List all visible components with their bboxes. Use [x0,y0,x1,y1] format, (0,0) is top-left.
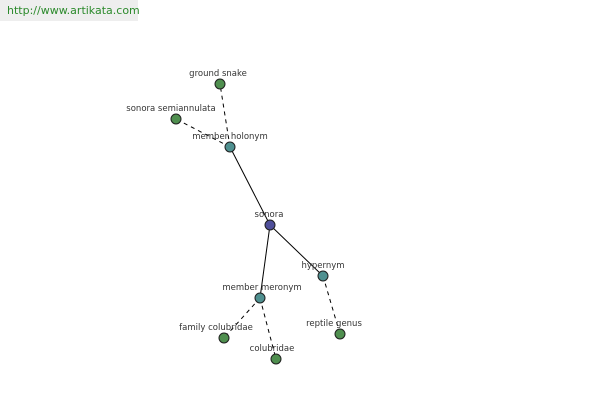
node-ground-snake[interactable] [214,78,226,90]
node-family-colubridae[interactable] [218,332,230,344]
node-member-meronym[interactable] [254,292,266,304]
edge-hypernym-to-reptile-genus [322,275,341,335]
node-label-member-holonym[interactable]: member holonym [192,132,267,142]
graph-labels: sonora member holonym hypernym member meron… [126,69,362,354]
node-label-reptile-genus[interactable]: reptile genus [306,319,362,329]
edge-member-holonym-to-sonora-semiannulata [175,118,231,148]
node-sonora[interactable] [264,219,276,231]
node-label-hypernym[interactable]: hypernym [301,261,344,271]
graph-nodes [170,78,346,365]
edge-member-meronym-to-family-colubridae [223,297,261,339]
node-label-sonora-semiannulata[interactable]: sonora semiannulata [126,104,215,114]
node-label-member-meronym[interactable]: member meronym [222,283,301,293]
node-label-sonora[interactable]: sonora [255,210,284,220]
edge-member-meronym-to-colubridae [259,297,277,360]
edge-sonora-to-member-meronym [259,224,271,299]
edge-member-holonym-to-ground-snake [219,83,231,148]
source-banner: http://www.artikata.com [0,0,140,21]
node-reptile-genus[interactable] [334,328,346,340]
node-label-ground-snake[interactable]: ground snake [189,69,247,79]
node-label-family-colubridae[interactable]: family colubridae [179,323,253,333]
node-hypernym[interactable] [317,270,329,282]
node-label-colubridae[interactable]: colubridae [250,344,295,354]
node-member-holonym[interactable] [224,141,236,153]
node-sonora-semiannulata[interactable] [170,113,182,125]
edge-sonora-to-member-holonym [229,146,271,226]
source-url-link[interactable]: http://www.artikata.com [7,4,140,17]
graph-edges [175,83,341,360]
node-colubridae[interactable] [270,353,282,365]
edge-sonora-to-hypernym [269,224,324,277]
